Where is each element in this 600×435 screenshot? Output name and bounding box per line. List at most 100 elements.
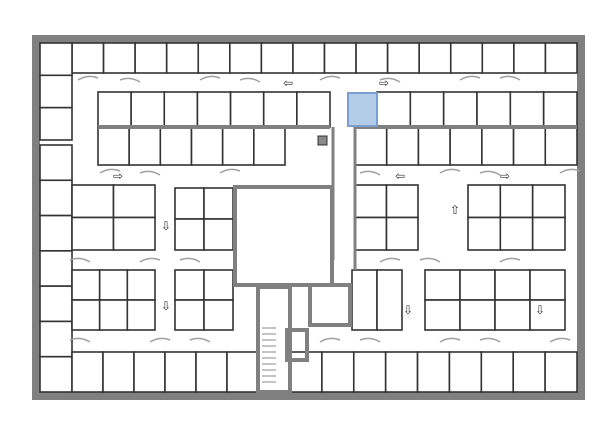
room[interactable] — [164, 351, 197, 393]
room[interactable] — [512, 127, 547, 166]
room[interactable] — [71, 184, 115, 219]
room[interactable] — [39, 144, 73, 182]
room[interactable] — [174, 218, 205, 251]
room[interactable] — [133, 351, 166, 393]
room[interactable] — [544, 127, 578, 166]
room[interactable] — [449, 42, 484, 74]
room[interactable] — [221, 127, 255, 166]
room[interactable] — [351, 269, 378, 331]
room[interactable] — [112, 184, 156, 219]
room[interactable] — [542, 91, 578, 128]
room[interactable] — [494, 269, 531, 301]
room[interactable] — [499, 216, 534, 251]
room[interactable] — [409, 91, 445, 128]
room[interactable] — [71, 269, 101, 301]
room[interactable] — [126, 299, 156, 331]
room[interactable] — [499, 184, 534, 219]
room[interactable] — [98, 269, 129, 301]
room[interactable] — [385, 216, 419, 251]
room[interactable] — [384, 351, 419, 393]
room[interactable] — [481, 42, 515, 74]
room[interactable] — [354, 216, 388, 251]
room[interactable] — [39, 74, 73, 109]
room[interactable] — [102, 351, 135, 393]
room[interactable] — [102, 42, 136, 74]
room[interactable] — [424, 269, 461, 301]
room[interactable] — [424, 299, 461, 331]
room[interactable] — [481, 127, 515, 166]
room[interactable] — [98, 299, 129, 331]
room[interactable] — [385, 127, 420, 166]
room[interactable] — [174, 299, 205, 331]
room[interactable] — [39, 250, 73, 287]
room[interactable] — [509, 91, 545, 128]
room[interactable] — [71, 351, 104, 393]
room[interactable] — [196, 91, 232, 128]
room[interactable] — [386, 42, 420, 74]
room[interactable] — [39, 285, 73, 323]
room[interactable] — [203, 218, 234, 251]
room[interactable] — [229, 42, 263, 74]
room[interactable] — [71, 299, 101, 331]
room[interactable] — [355, 42, 389, 74]
room[interactable] — [226, 351, 259, 393]
room[interactable] — [354, 184, 388, 219]
room[interactable] — [126, 269, 156, 301]
room[interactable] — [476, 91, 512, 128]
room[interactable] — [449, 127, 483, 166]
room[interactable] — [467, 184, 502, 219]
room[interactable] — [262, 91, 298, 128]
room[interactable] — [39, 42, 73, 77]
room[interactable] — [459, 269, 496, 301]
room[interactable] — [260, 42, 294, 74]
room[interactable] — [352, 351, 387, 393]
room[interactable] — [128, 127, 162, 166]
room[interactable] — [163, 91, 199, 128]
room[interactable] — [97, 91, 132, 128]
room[interactable] — [97, 127, 130, 166]
room[interactable] — [323, 42, 357, 74]
room[interactable] — [71, 216, 115, 251]
room[interactable] — [203, 299, 234, 331]
selected-room[interactable] — [347, 92, 378, 127]
room[interactable] — [529, 299, 566, 331]
room[interactable] — [376, 269, 403, 331]
room[interactable] — [513, 42, 547, 74]
room[interactable] — [417, 127, 451, 166]
room[interactable] — [442, 91, 478, 128]
room[interactable] — [529, 269, 566, 301]
room[interactable] — [544, 351, 578, 393]
room[interactable] — [544, 42, 578, 74]
room[interactable] — [197, 42, 231, 74]
room[interactable] — [39, 106, 73, 141]
room[interactable] — [112, 216, 156, 251]
room[interactable] — [376, 91, 412, 128]
room[interactable] — [531, 216, 566, 251]
room[interactable] — [418, 42, 452, 74]
room[interactable] — [174, 269, 205, 301]
room[interactable] — [494, 299, 531, 331]
room[interactable] — [39, 320, 73, 358]
room[interactable] — [467, 216, 502, 251]
room[interactable] — [39, 214, 73, 252]
room[interactable] — [39, 355, 73, 393]
room[interactable] — [253, 127, 286, 166]
room[interactable] — [385, 184, 419, 219]
room[interactable] — [195, 351, 228, 393]
room[interactable] — [71, 42, 105, 74]
room[interactable] — [130, 91, 166, 128]
room[interactable] — [165, 42, 200, 74]
room[interactable] — [292, 42, 326, 74]
room[interactable] — [459, 299, 496, 331]
room[interactable] — [531, 184, 566, 219]
room[interactable] — [448, 351, 483, 393]
room[interactable] — [39, 179, 73, 217]
room[interactable] — [512, 351, 546, 393]
room[interactable] — [229, 91, 265, 128]
room[interactable] — [416, 351, 451, 393]
room[interactable] — [203, 187, 234, 220]
room[interactable] — [134, 42, 168, 74]
room[interactable] — [321, 351, 355, 393]
room[interactable] — [159, 127, 193, 166]
room[interactable] — [296, 91, 331, 128]
